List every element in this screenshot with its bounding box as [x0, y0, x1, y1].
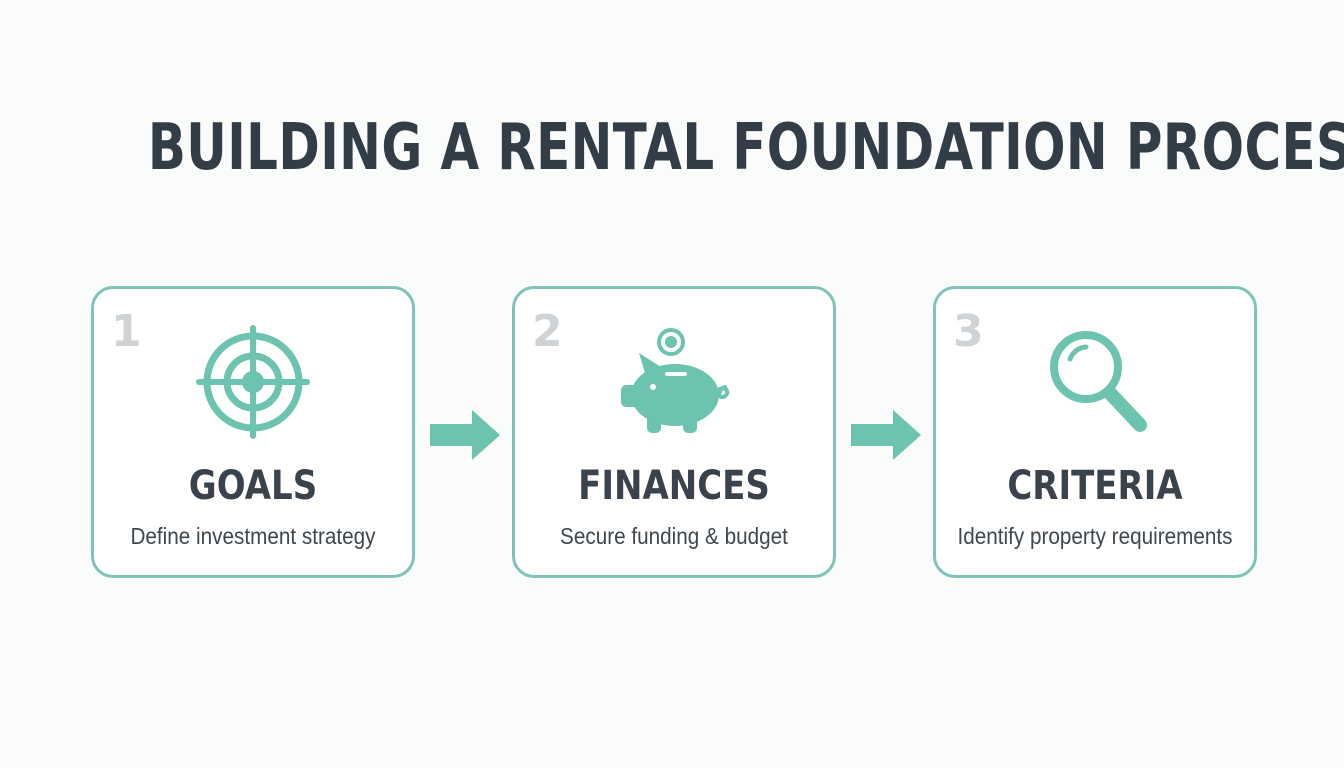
step-label: FINANCES: [578, 463, 770, 509]
magnifying-glass-icon: [1030, 325, 1160, 443]
step-card-criteria: 3 CRITERIA Identify property requirement…: [933, 286, 1257, 578]
step-number: 1: [111, 306, 142, 357]
arrow-right-icon: [428, 408, 502, 462]
piggy-bank-icon: [609, 325, 739, 443]
step-card-goals: 1 GOALS Define investment strategy: [91, 286, 415, 578]
step-label: CRITERIA: [1007, 463, 1183, 509]
step-number: 3: [953, 306, 984, 357]
step-description: Identify property requirements: [957, 523, 1233, 549]
step-label: GOALS: [188, 463, 318, 509]
diagram-title: BUILDING A RENTAL FOUNDATION PROCESS: [147, 111, 1344, 185]
step-number: 2: [532, 306, 563, 357]
step-card-finances: 2 FINANCES Secure funding & budget: [512, 286, 836, 578]
arrow-right-icon: [849, 408, 923, 462]
step-description: Secure funding & budget: [560, 523, 788, 549]
step-description: Define investment strategy: [130, 523, 376, 549]
target-icon: [188, 325, 318, 443]
